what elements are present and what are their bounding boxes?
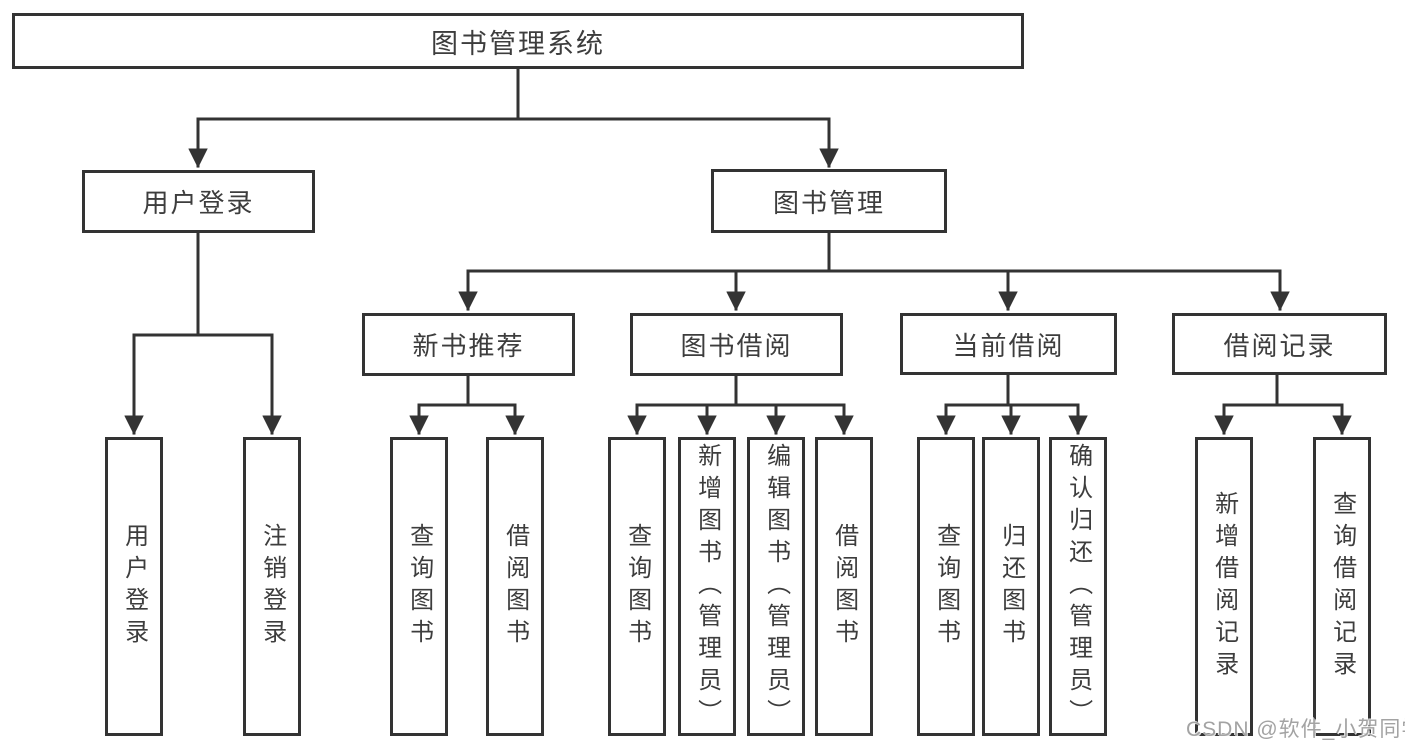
csdn-watermark: CSDN @软件_小贺同学 <box>1186 718 1405 741</box>
node-current-borrowing: 当前借阅 <box>900 313 1117 375</box>
leaf-return-books: 归还图书 <box>982 437 1040 736</box>
connectors-login-split <box>124 231 282 435</box>
node-new-book-recommend: 新书推荐 <box>362 313 575 376</box>
leaf-edit-books-admin: 编辑图书（管理员） <box>747 437 805 736</box>
leaf-current-query-books: 查询图书 <box>917 437 975 736</box>
node-library-system: 图书管理系统 <box>12 13 1024 69</box>
leaf-newbook-query-books: 查询图书 <box>390 437 448 736</box>
connectors-current-split <box>936 374 1088 435</box>
connectors-records-split <box>1214 374 1352 435</box>
leaf-newbook-borrow-books: 借阅图书 <box>486 437 544 736</box>
leaf-add-books-admin: 新增图书（管理员） <box>678 437 736 736</box>
leaf-logout: 注销登录 <box>243 437 301 736</box>
node-borrowing-records: 借阅记录 <box>1172 313 1387 375</box>
leaf-add-borrow-record: 新增借阅记录 <box>1195 437 1253 736</box>
leaf-query-borrow-record: 查询借阅记录 <box>1313 437 1371 736</box>
leaf-borrow-query-books: 查询图书 <box>608 437 666 736</box>
leaf-user-login: 用户登录 <box>105 437 163 736</box>
connectors-newbook-split <box>409 374 525 435</box>
node-book-management: 图书管理 <box>711 169 947 233</box>
leaf-confirm-return-admin: 确认归还（管理员） <box>1049 437 1107 736</box>
connectors-root-split <box>188 67 839 168</box>
connectors-borrow-split <box>627 374 854 435</box>
leaf-borrow-books: 借阅图书 <box>815 437 873 736</box>
connectors-mgmt-split <box>458 231 1290 311</box>
node-book-borrowing: 图书借阅 <box>630 313 843 376</box>
node-user-login: 用户登录 <box>82 170 315 233</box>
